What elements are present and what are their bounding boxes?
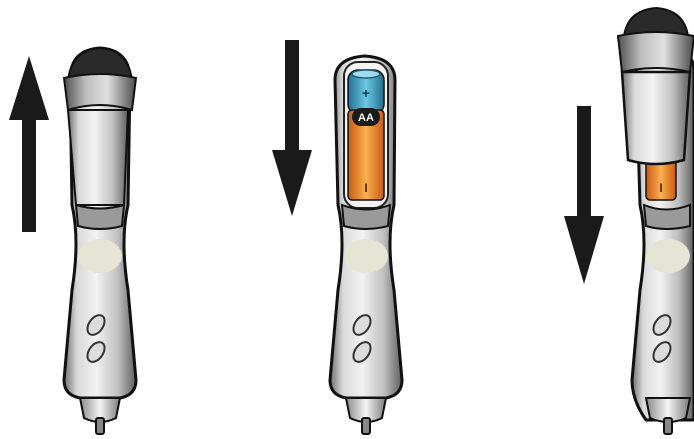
step-3-group: I xyxy=(564,6,694,435)
grip-dot-upper xyxy=(86,314,106,336)
pen-cap xyxy=(616,6,694,166)
battery-negative-symbol: I xyxy=(364,181,367,195)
arrow-up-icon xyxy=(9,56,49,232)
arrow-down-icon xyxy=(564,106,604,284)
battery-negative-symbol: I xyxy=(659,181,662,195)
grip-band xyxy=(646,239,690,273)
pen-device-open: AA + I xyxy=(328,54,404,435)
grip-dot-lower xyxy=(352,341,372,363)
cap-top xyxy=(66,46,134,81)
grip-band xyxy=(78,239,122,273)
pen-device-capping: I xyxy=(616,6,694,435)
grip-dot-lower xyxy=(86,341,106,363)
arrow-down-icon xyxy=(272,40,312,216)
grip-band xyxy=(344,239,388,273)
battery-size-label: AA xyxy=(358,112,374,124)
step-2-group: AA + I xyxy=(272,40,404,435)
battery-positive-symbol: + xyxy=(362,85,370,101)
grip-dot-lower xyxy=(652,341,672,363)
pen-device-closed xyxy=(62,46,138,435)
step-1-group xyxy=(9,46,138,435)
grip-dot-upper xyxy=(652,314,672,336)
aa-battery: AA + I xyxy=(347,69,385,201)
grip-dot-upper xyxy=(352,314,372,336)
